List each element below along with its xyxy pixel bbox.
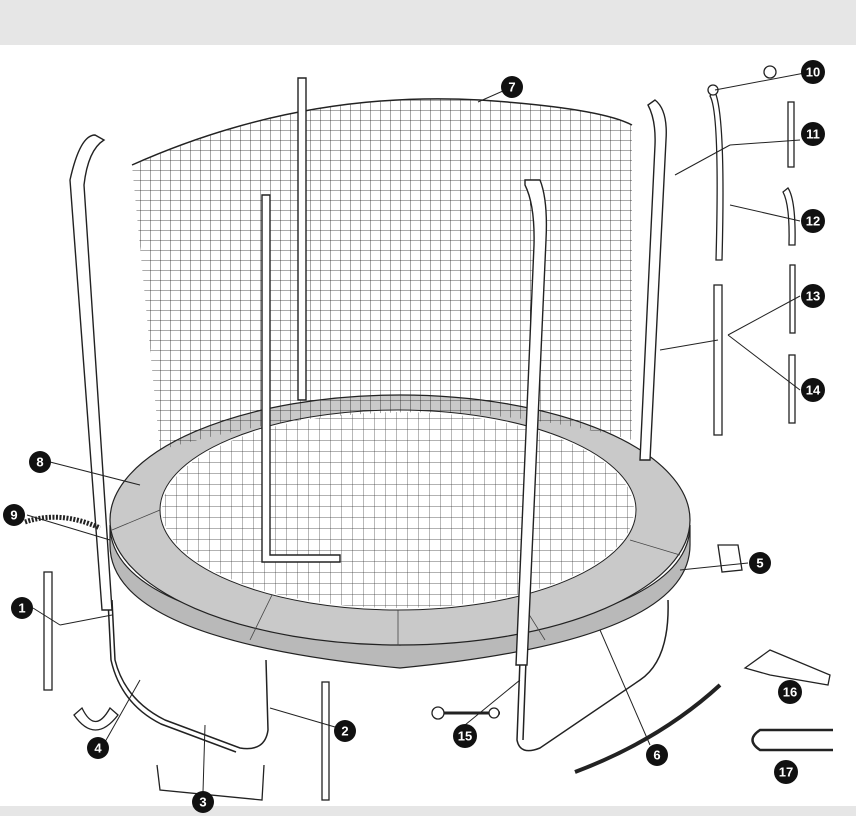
- callout-16: 16: [778, 680, 802, 704]
- svg-text:16: 16: [783, 685, 797, 700]
- svg-text:5: 5: [756, 556, 763, 571]
- leader-lines: [26, 71, 811, 793]
- callout-1: 1: [11, 597, 33, 619]
- callout-11: 11: [801, 122, 825, 146]
- callout-4: 4: [87, 737, 109, 759]
- callout-15: 15: [453, 724, 477, 748]
- part-callouts: 1 2 3 4 5 6 7 8 9 10 11 12 13 14 15 16 1…: [3, 60, 825, 813]
- svg-text:10: 10: [806, 65, 820, 80]
- callout-3: 3: [192, 791, 214, 813]
- svg-text:12: 12: [806, 214, 820, 229]
- svg-text:2: 2: [341, 724, 348, 739]
- frame-legs: [107, 599, 669, 753]
- callout-13: 13: [801, 284, 825, 308]
- svg-text:13: 13: [806, 289, 820, 304]
- enclosure-poles: [69, 77, 667, 666]
- svg-text:8: 8: [36, 455, 43, 470]
- callout-7: 7: [501, 76, 523, 98]
- svg-text:9: 9: [10, 508, 17, 523]
- top-band: [0, 0, 856, 45]
- callout-17: 17: [774, 760, 798, 784]
- bottom-band: [0, 806, 856, 816]
- svg-text:15: 15: [458, 729, 472, 744]
- svg-text:17: 17: [779, 765, 793, 780]
- loose-parts: [24, 65, 833, 801]
- callout-6: 6: [646, 744, 668, 766]
- svg-text:11: 11: [806, 127, 820, 142]
- svg-text:1: 1: [18, 601, 25, 616]
- callout-5: 5: [749, 552, 771, 574]
- callout-12: 12: [801, 209, 825, 233]
- callout-14: 14: [801, 378, 825, 402]
- callout-9: 9: [3, 504, 25, 526]
- svg-text:4: 4: [94, 741, 102, 756]
- svg-text:7: 7: [508, 80, 515, 95]
- svg-text:3: 3: [199, 795, 206, 810]
- svg-text:6: 6: [653, 748, 660, 763]
- callout-8: 8: [29, 451, 51, 473]
- safety-net: [131, 98, 633, 450]
- svg-text:14: 14: [806, 383, 821, 398]
- callout-2: 2: [334, 720, 356, 742]
- callout-10: 10: [801, 60, 825, 84]
